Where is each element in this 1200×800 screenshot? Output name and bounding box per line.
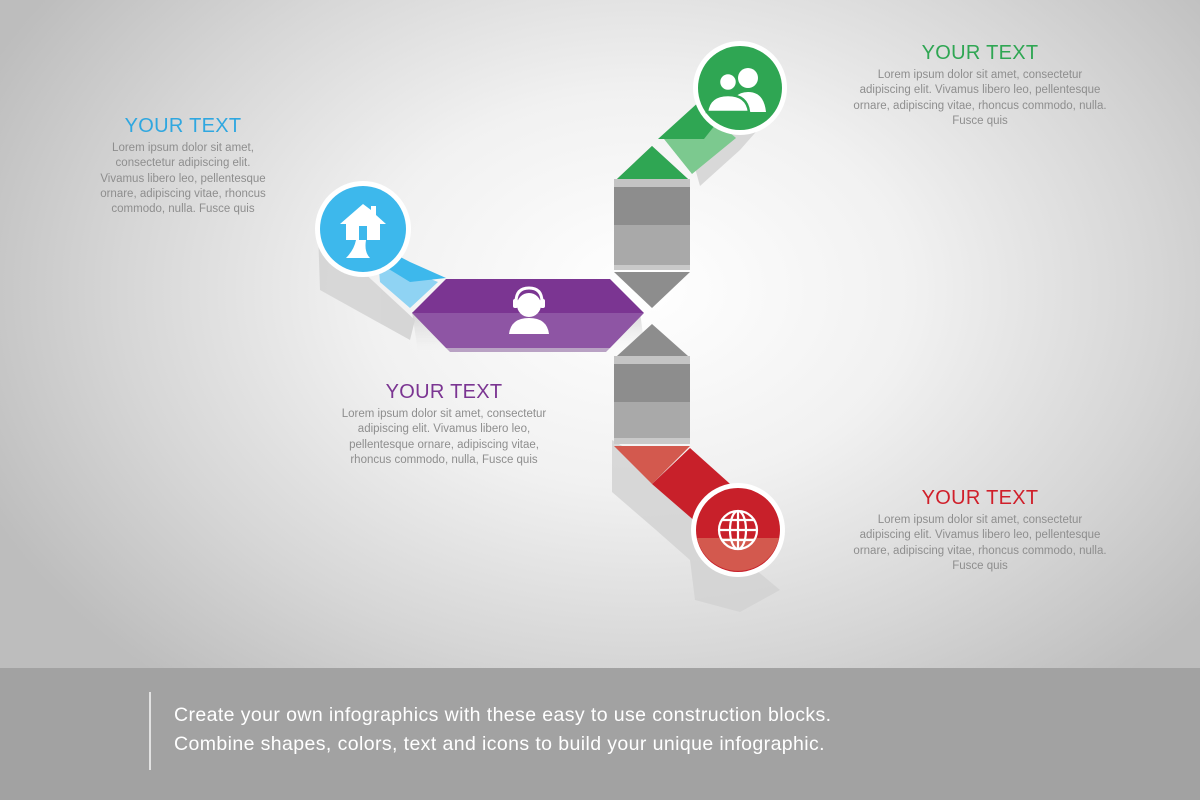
gray-block-upper: [614, 187, 690, 225]
text-block-body: Lorem ipsum dolor sit amet, consectetur …: [853, 69, 1107, 127]
text-block-body: Lorem ipsum dolor sit amet, consectetur …: [853, 514, 1107, 572]
gray-block-upper-low: [614, 225, 690, 265]
text-block-title: YOUR TEXT: [921, 42, 1039, 64]
gray-triangle-down: [614, 272, 690, 308]
text-block-title: YOUR TEXT: [921, 487, 1039, 509]
construction-diagram: [315, 41, 787, 612]
gray-block-upper-top: [614, 179, 690, 187]
gray-block-lower-low: [614, 402, 690, 438]
purple-node: [412, 279, 644, 352]
red-node: [614, 446, 785, 577]
text-block-green: YOUR TEXT Lorem ipsum dolor sit amet, co…: [838, 41, 1122, 129]
blue-node: [315, 181, 446, 308]
text-block-title: YOUR TEXT: [124, 115, 242, 137]
gray-block-lower-top: [614, 356, 690, 364]
purple-hexagon-rim: [446, 348, 610, 352]
text-block-red: YOUR TEXT Lorem ipsum dolor sit amet, co…: [838, 486, 1122, 574]
footer-divider: [149, 692, 151, 770]
text-block-body: Lorem ipsum dolor sit amet, consectetur …: [100, 142, 266, 216]
gray-block-lower: [614, 364, 690, 402]
green-node: [617, 41, 787, 179]
caption-footer: Create your own infographics with these …: [0, 668, 1200, 800]
green-triangle: [617, 146, 688, 179]
globe-icon: [717, 509, 759, 551]
headset-support-icon: [509, 286, 549, 334]
gray-block-upper-rim: [614, 265, 690, 270]
gray-triangle-up: [617, 324, 688, 356]
green-circle: [698, 46, 782, 130]
infographic-canvas: YOUR TEXT Lorem ipsum dolor sit amet, co…: [0, 0, 1200, 668]
home-icon: [340, 204, 386, 258]
footer-line-2: Combine shapes, colors, text and icons t…: [174, 733, 825, 755]
text-block-blue: YOUR TEXT Lorem ipsum dolor sit amet, co…: [88, 114, 278, 217]
gray-block-lower-rim: [614, 438, 690, 444]
footer-caption: Create your own infographics with these …: [174, 701, 1154, 759]
footer-line-1: Create your own infographics with these …: [174, 704, 832, 726]
users-icon: [705, 68, 766, 114]
red-triangle: [614, 446, 690, 484]
text-block-title: YOUR TEXT: [385, 381, 503, 403]
red-circle-lower: [697, 538, 779, 571]
text-block-body: Lorem ipsum dolor sit amet, consectetur …: [341, 408, 547, 466]
text-block-purple: YOUR TEXT Lorem ipsum dolor sit amet, co…: [328, 380, 560, 468]
